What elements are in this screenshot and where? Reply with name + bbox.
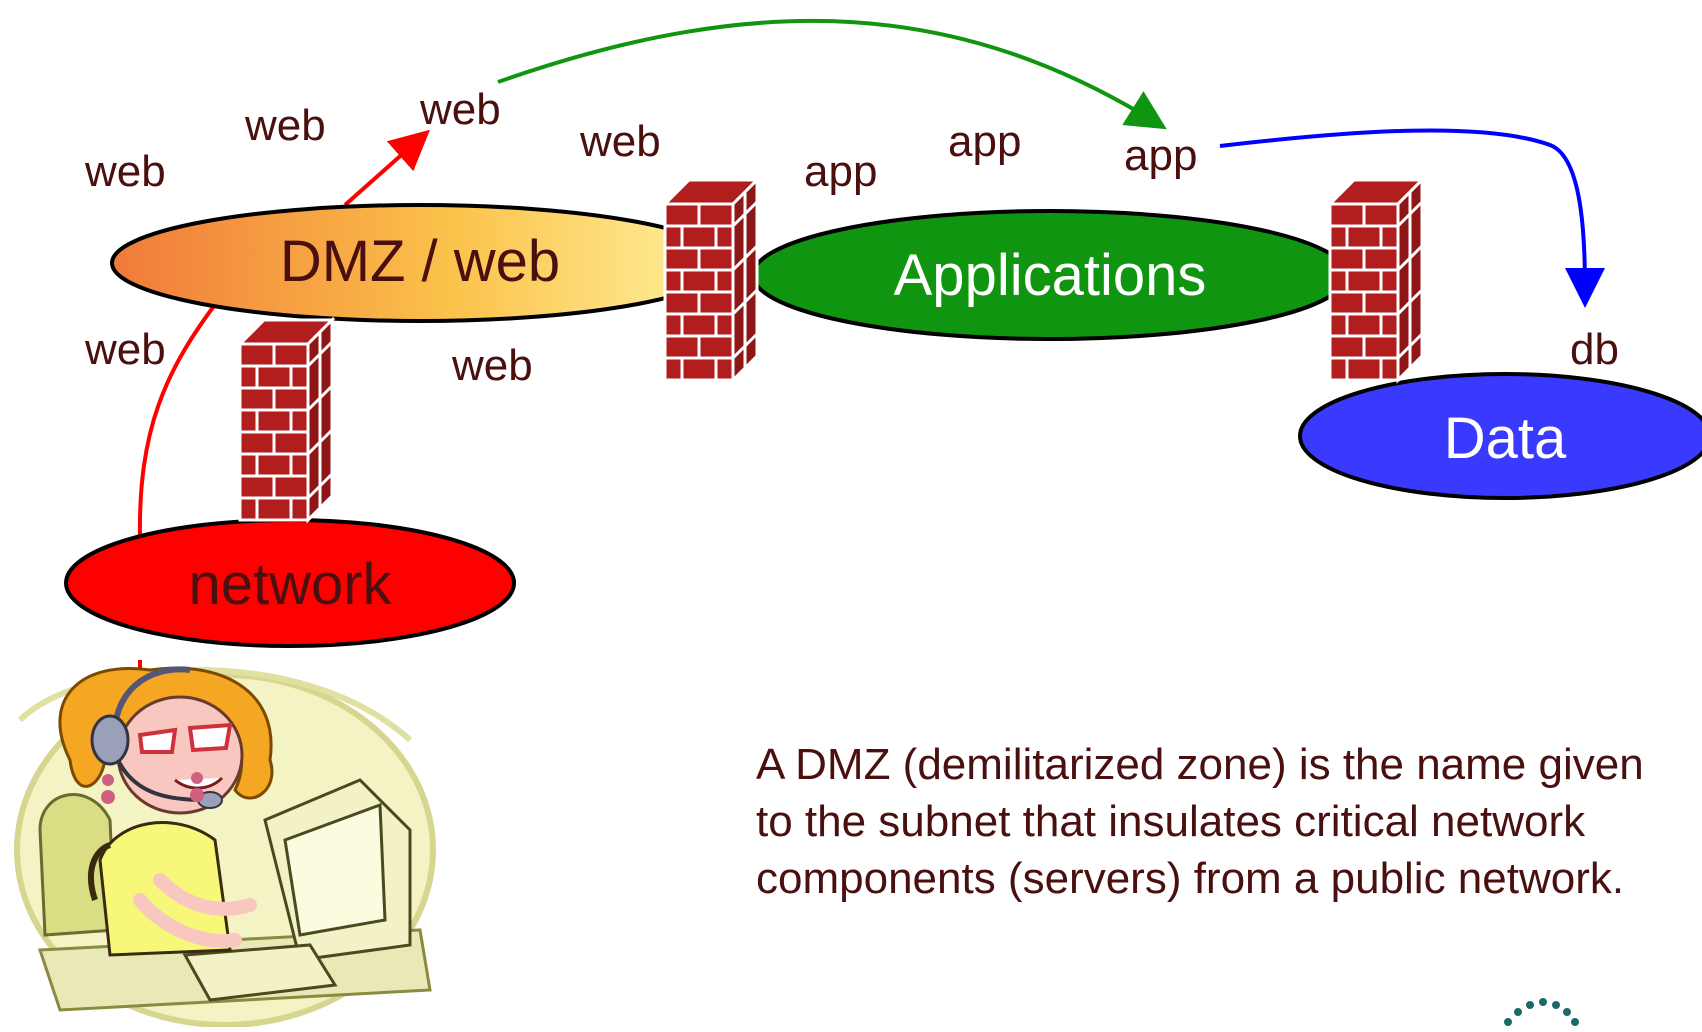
network-zone-label: network	[188, 552, 392, 617]
data-zone-ellipse	[1298, 372, 1702, 500]
firewall-icon	[238, 318, 334, 522]
app-label: app	[948, 117, 1022, 166]
dmz-to-web-arrow	[343, 129, 430, 207]
web-label: web	[452, 341, 533, 390]
app-to-db-arrow	[1219, 128, 1605, 308]
dmz-zone-label: DMZ / web	[279, 229, 561, 294]
firewall-icon	[1328, 178, 1424, 382]
web-label: web	[420, 85, 501, 134]
web-label: web	[85, 147, 166, 196]
web-label: web	[245, 101, 326, 150]
logo-dots-icon	[1504, 998, 1579, 1026]
app-label: app	[804, 147, 878, 196]
web-label: web	[85, 325, 166, 374]
data-zone-label: Data	[1443, 406, 1567, 471]
applications-zone-label: Applications	[893, 243, 1207, 308]
network-to-dmz-arrow	[137, 296, 222, 541]
db-label: db	[1570, 325, 1619, 374]
web-label: web	[580, 117, 661, 166]
app-label: app	[1124, 131, 1198, 180]
user-at-computer-icon	[14, 666, 436, 1028]
dmz-definition-caption: A DMZ (demilitarized zone) is the name g…	[756, 740, 1644, 903]
web-to-app-arrow	[497, 18, 1167, 130]
firewall-icon	[663, 178, 759, 382]
